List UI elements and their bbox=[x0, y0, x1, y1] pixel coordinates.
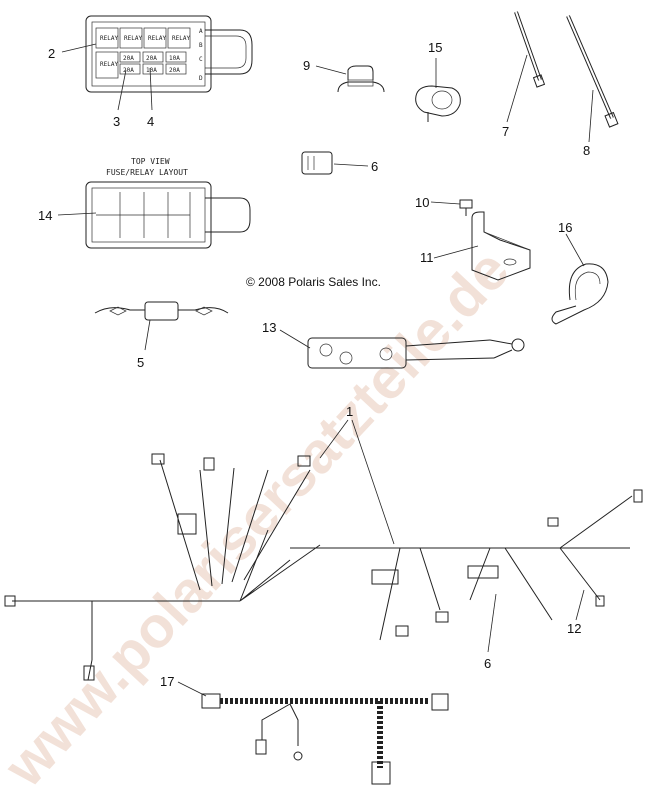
callout-17: 17 bbox=[160, 674, 174, 689]
relay-label: RELAY bbox=[100, 61, 118, 68]
callout-6-top: 6 bbox=[371, 159, 378, 174]
fuse-rating: 20A bbox=[123, 67, 134, 74]
callout-16: 16 bbox=[558, 220, 572, 235]
fuse-rating: 20A bbox=[169, 67, 180, 74]
fuse-relay-box: RELAY RELAY RELAY RELAY RELAY 20A 20A 10… bbox=[85, 15, 253, 93]
side-letter: D bbox=[199, 75, 203, 82]
callout-2: 2 bbox=[48, 46, 55, 61]
fuse-rating: 20A bbox=[146, 55, 157, 62]
side-letter: C bbox=[199, 56, 203, 63]
callout-9: 9 bbox=[303, 58, 310, 73]
fuse-rating: 20A bbox=[123, 55, 134, 62]
callout-6-bottom: 6 bbox=[484, 656, 491, 671]
callout-8: 8 bbox=[583, 143, 590, 158]
watermark: www.polarisersatzteile.de bbox=[0, 237, 522, 794]
callout-11: 11 bbox=[420, 250, 434, 265]
fuse-rating: 10A bbox=[169, 55, 180, 62]
relay-label: RELAY bbox=[124, 35, 142, 42]
connector-small bbox=[301, 151, 333, 175]
callout-1: 1 bbox=[346, 404, 353, 419]
battery-cable bbox=[307, 337, 525, 369]
sub-harness bbox=[201, 693, 449, 785]
fuse-rating: 10A bbox=[146, 67, 157, 74]
callout-7: 7 bbox=[502, 124, 509, 139]
clip-bracket bbox=[337, 65, 385, 93]
inline-fuse-holder bbox=[94, 301, 229, 321]
cable-tie-long bbox=[566, 15, 619, 128]
clamp bbox=[415, 85, 461, 122]
callout-10: 10 bbox=[415, 195, 429, 210]
strap-clamp bbox=[551, 263, 609, 325]
layout-title-line1: TOP VIEW bbox=[131, 157, 170, 166]
callout-3: 3 bbox=[113, 114, 120, 129]
side-letter: B bbox=[199, 42, 203, 49]
bolt bbox=[459, 199, 473, 216]
fuse-relay-layout bbox=[85, 181, 251, 249]
callout-4: 4 bbox=[147, 114, 154, 129]
side-letter: A bbox=[199, 28, 203, 35]
callout-5: 5 bbox=[137, 355, 144, 370]
mount-bracket bbox=[471, 211, 531, 281]
relay-label: RELAY bbox=[172, 35, 190, 42]
callout-15: 15 bbox=[428, 40, 442, 55]
copyright: © 2008 Polaris Sales Inc. bbox=[246, 275, 381, 289]
cable-tie-short bbox=[514, 11, 546, 88]
callout-14: 14 bbox=[38, 208, 52, 223]
callout-13: 13 bbox=[262, 320, 276, 335]
layout-title-line2: FUSE/RELAY LAYOUT bbox=[106, 168, 188, 177]
relay-label: RELAY bbox=[148, 35, 166, 42]
relay-label: RELAY bbox=[100, 35, 118, 42]
callout-12: 12 bbox=[567, 621, 581, 636]
main-wiring-harness bbox=[4, 453, 643, 681]
